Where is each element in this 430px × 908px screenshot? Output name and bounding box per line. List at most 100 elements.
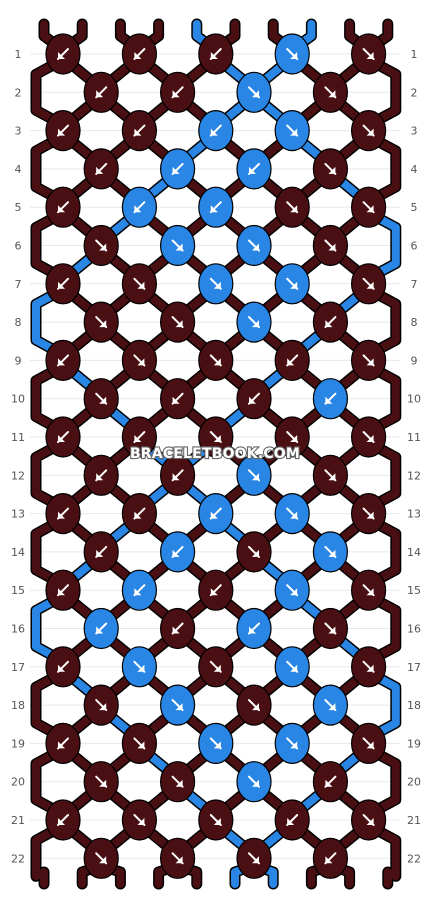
knot-arrowhead-icon <box>134 52 142 59</box>
knot-arrowhead-icon <box>287 818 295 825</box>
knot-arrowhead-icon <box>175 703 183 711</box>
row-number-right: 22 <box>407 852 421 865</box>
row-number-right: 11 <box>407 431 421 444</box>
knot-arrowhead-icon <box>96 549 104 557</box>
row-number-right: 20 <box>407 776 421 789</box>
row-number-left: 11 <box>11 431 25 444</box>
knot-arrowhead-icon <box>134 588 142 596</box>
row-number-right: 18 <box>407 699 421 712</box>
knot-arrowhead-icon <box>366 511 374 519</box>
row-number-right: 7 <box>411 278 418 291</box>
knot-arrowhead-icon <box>134 511 142 519</box>
knot-arrowhead-icon <box>58 511 65 519</box>
knot-arrowhead-icon <box>213 435 221 442</box>
row-number-left: 3 <box>15 125 22 138</box>
strand-letter-top: B <box>308 8 315 18</box>
knot-arrowhead-icon <box>175 856 183 864</box>
row-number-left: 15 <box>11 584 25 597</box>
strand-letter-bottom: A <box>270 892 277 902</box>
row-number-left: 19 <box>11 737 25 750</box>
row-number-right: 5 <box>411 201 418 214</box>
knot-arrowhead-icon <box>252 856 259 864</box>
knot-arrowhead-icon <box>290 52 298 59</box>
knot-arrowhead-icon <box>210 128 218 136</box>
knot-arrowhead-icon <box>137 281 145 289</box>
row-number-right: 15 <box>407 584 421 597</box>
knot-arrowhead-icon <box>210 511 218 519</box>
knot-arrowhead-icon <box>58 435 65 442</box>
knot-arrowhead-icon <box>213 818 221 825</box>
knot-arrowhead-icon <box>290 588 298 596</box>
knot-arrowhead-icon <box>213 281 221 289</box>
knot-arrowhead-icon <box>366 128 374 136</box>
strand-letter-bottom: A <box>117 892 124 902</box>
knot-arrowhead-icon <box>252 473 259 481</box>
watermark: BRACELETBOOK.COM <box>130 446 300 462</box>
strand-letter-bottom: A <box>41 892 48 902</box>
knot-arrowhead-icon <box>175 243 183 251</box>
row-number-right: 12 <box>407 469 421 482</box>
knot-arrowhead-icon <box>325 396 333 404</box>
row-number-left: 18 <box>11 699 25 712</box>
knot-arrowhead-icon <box>213 358 221 366</box>
knot-arrowhead-icon <box>213 741 221 749</box>
knot-arrowhead-icon <box>252 703 259 711</box>
knot-arrowhead-icon <box>99 243 107 251</box>
knot-arrowhead-icon <box>252 90 259 98</box>
knot-arrowhead-icon <box>137 664 145 672</box>
knot-arrowhead-icon <box>366 281 374 289</box>
row-number-right: 9 <box>411 354 418 367</box>
knot-arrowhead-icon <box>134 128 142 136</box>
strand-letter-bottom: A <box>232 892 239 902</box>
knot-arrowhead-icon <box>96 626 104 634</box>
knot-arrowhead-icon <box>252 549 259 557</box>
knot-arrowhead-icon <box>58 588 65 596</box>
knot-arrowhead-icon <box>58 52 65 59</box>
knot-arrowhead-icon <box>252 243 259 251</box>
knot-arrowhead-icon <box>96 473 104 481</box>
knot-arrowhead-icon <box>290 435 298 442</box>
knot-arrowhead-icon <box>134 435 142 442</box>
row-number-right: 4 <box>411 163 418 176</box>
strand-letter-top: A <box>232 8 239 18</box>
knot-arrowhead-icon <box>58 741 65 749</box>
row-number-left: 10 <box>11 393 25 406</box>
knot-arrowhead-icon <box>58 281 65 289</box>
strand-letter-bottom: A <box>384 892 391 902</box>
knot-arrowhead-icon <box>290 128 298 136</box>
row-number-right: 2 <box>411 86 418 99</box>
row-number-left: 13 <box>11 508 25 521</box>
row-number-right: 17 <box>407 661 421 674</box>
knot-arrowhead-icon <box>328 703 336 711</box>
knot-arrowhead-icon <box>290 741 298 749</box>
knot-arrowhead-icon <box>58 664 65 672</box>
strand-letter-top: A <box>155 8 162 18</box>
strand-letter-top: A <box>41 8 48 18</box>
knot-arrowhead-icon <box>172 549 180 557</box>
knot-arrowhead-icon <box>137 741 145 749</box>
knot-arrowhead-icon <box>328 166 336 174</box>
knot-arrowhead-icon <box>213 664 221 672</box>
row-number-right: 8 <box>411 316 418 329</box>
row-number-left: 14 <box>11 546 25 559</box>
row-number-left: 21 <box>11 814 25 827</box>
knot-arrowhead-icon <box>290 205 298 213</box>
knot-arrowhead-icon <box>175 779 183 787</box>
knot-arrowhead-icon <box>210 52 218 59</box>
knot-arrowhead-icon <box>58 205 65 213</box>
knot-arrowhead-icon <box>99 779 107 787</box>
knot-arrowhead-icon <box>252 320 259 328</box>
strand-letter-bottom: B <box>308 892 315 902</box>
knot-arrowhead-icon <box>99 703 107 711</box>
row-number-right: 19 <box>407 737 421 750</box>
row-number-left: 7 <box>15 278 22 291</box>
row-number-right: 14 <box>407 546 421 559</box>
row-number-right: 6 <box>411 240 418 253</box>
knot-arrowhead-icon <box>366 818 374 825</box>
knot-arrowhead-icon <box>325 779 333 787</box>
row-number-left: 16 <box>11 623 25 636</box>
knot-arrowhead-icon <box>290 664 298 672</box>
knot-arrowhead-icon <box>210 588 218 596</box>
